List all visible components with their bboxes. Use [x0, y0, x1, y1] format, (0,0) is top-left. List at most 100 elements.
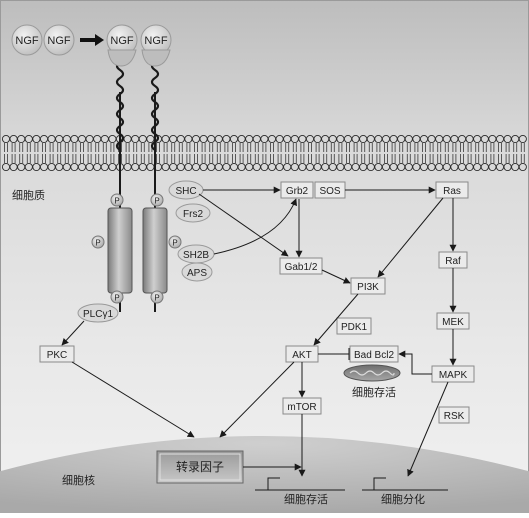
svg-text:Ras: Ras [443, 186, 461, 197]
lipid-tail [4, 143, 8, 152]
lipid-tail [178, 143, 183, 152]
lipid-head [465, 162, 474, 172]
lipid-tail [498, 143, 502, 152]
lipid-head [39, 134, 49, 144]
ngf-bound-left: NGF [106, 24, 138, 67]
lipid-tail [482, 143, 487, 152]
lipid-head [245, 162, 254, 172]
lipid-head [229, 162, 239, 172]
lipid-tail [475, 154, 480, 163]
svg-text:PLCγ1: PLCγ1 [83, 309, 113, 320]
svg-text:P: P [172, 239, 177, 248]
lipid-tail [422, 143, 426, 152]
lipid-tail [80, 143, 84, 152]
lipid-head [85, 134, 94, 144]
ngf-bound-right: NGF [140, 24, 172, 67]
lipid-head [366, 162, 375, 172]
lipid-tail [406, 143, 411, 152]
svg-text:Gab1/2: Gab1/2 [285, 262, 318, 273]
lipid-head [321, 134, 330, 144]
phospho-site: P [110, 290, 124, 304]
lipid-head [343, 134, 353, 144]
lipid-tail [346, 154, 350, 163]
lipid-tail [19, 143, 24, 152]
svg-text:Frs2: Frs2 [183, 209, 203, 220]
lipid-tail [368, 143, 373, 152]
node-bad-bcl2: Bad Bcl2 [349, 345, 399, 363]
lipid-head [488, 162, 497, 172]
lipid-tail [277, 143, 282, 152]
lipid-head [366, 134, 375, 144]
edge-gab-pi3k [321, 269, 351, 284]
lipid-tail [323, 143, 328, 152]
lipid-head [435, 162, 444, 172]
lipid-tail [148, 154, 153, 163]
lipid-head [237, 134, 246, 144]
lipid-head [229, 134, 239, 144]
lipid-tail [300, 143, 305, 152]
lipid-tail [140, 143, 145, 152]
lipid-head [17, 134, 26, 144]
lipid-head [290, 134, 299, 144]
lipid-head [313, 162, 322, 172]
svg-text:MEK: MEK [442, 317, 464, 328]
lipid-head [298, 134, 307, 144]
lipid-tail [414, 154, 419, 163]
lipid-head [359, 134, 368, 144]
lipid-tail [285, 143, 290, 152]
lipid-head [267, 134, 277, 144]
lipid-tail [171, 143, 176, 152]
lipid-tail [315, 143, 320, 152]
lipid-tail [95, 143, 100, 152]
lipid-head [169, 162, 178, 172]
lipid-head [290, 162, 299, 172]
lipid-head [450, 162, 459, 172]
lipid-head [184, 162, 193, 172]
lipid-tail [133, 143, 138, 152]
ngf-free-left-label: NGF [15, 35, 39, 47]
lipid-head [457, 134, 467, 144]
lipid-tail [186, 154, 191, 163]
lipid-head [321, 162, 330, 172]
lipid-head [473, 134, 482, 144]
lipid-tail [49, 154, 54, 163]
lipid-head [39, 162, 49, 172]
lipid-head [169, 134, 178, 144]
node-pdk1: PDK1 [336, 317, 372, 335]
lipid-head [412, 162, 421, 172]
node-sh2b: SH2B [177, 244, 215, 264]
lipid-head [199, 162, 208, 172]
edge-mapk-diff-gene [407, 381, 449, 477]
lipid-head [457, 162, 467, 172]
lipid-head [283, 134, 292, 144]
lipid-head [511, 162, 520, 172]
lipid-tail [330, 143, 335, 152]
lipid-tail [444, 154, 449, 163]
lipid-head [207, 162, 216, 172]
lipid-head [374, 134, 383, 144]
lipid-head [245, 134, 254, 144]
phospho-site: P [91, 235, 105, 249]
lipid-head [146, 162, 155, 172]
svg-text:RSK: RSK [444, 411, 465, 422]
lipid-tail [308, 143, 312, 152]
lipid-head [260, 162, 269, 172]
lipid-tail [64, 154, 69, 163]
lipid-head [397, 134, 406, 144]
lipid-head [100, 162, 109, 172]
lipid-tail [361, 154, 366, 163]
svg-text:MAPK: MAPK [439, 370, 468, 381]
lipid-head [131, 134, 140, 144]
lipid-tail [505, 154, 510, 163]
lipid-tail [467, 154, 472, 163]
lipid-head [328, 134, 337, 144]
svg-text:PI3K: PI3K [357, 282, 379, 293]
svg-text:转录因子: 转录因子 [176, 459, 224, 474]
lipid-tail [452, 154, 457, 163]
lipid-tail [209, 143, 214, 152]
lipid-head [419, 134, 429, 144]
lipid-head [108, 162, 117, 172]
lipid-head [24, 162, 33, 172]
lipid-head [518, 134, 527, 144]
